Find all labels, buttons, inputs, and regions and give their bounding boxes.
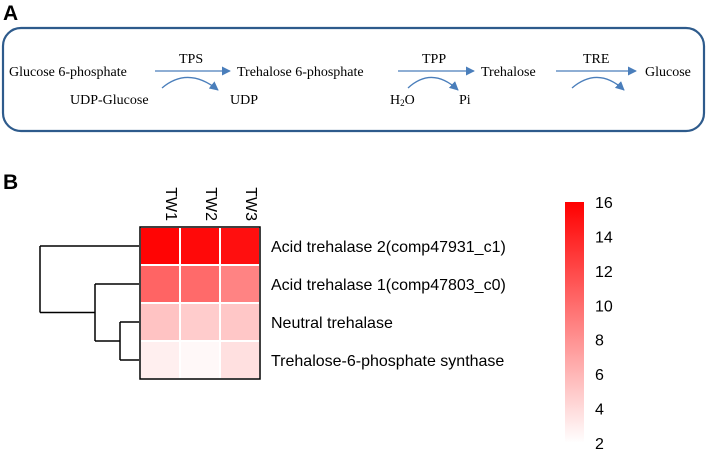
row-label: Neutral trehalase	[271, 315, 393, 332]
pathway-arrows	[155, 66, 637, 91]
colorbar-tick-label: 6	[595, 367, 604, 384]
colorbar-tick-label: 14	[595, 229, 613, 246]
heatmap-cell	[139, 226, 181, 266]
pathway-diagram: Glucose 6-phosphate TPS Trehalose 6-phos…	[9, 52, 691, 108]
heatmap-cell	[179, 302, 221, 342]
row-label: Trehalose-6-phosphate synthase	[271, 353, 504, 370]
panel-a-label: A	[3, 2, 18, 25]
glucose-label: Glucose	[645, 65, 691, 80]
udp-glucose-label: UDP-Glucose	[70, 93, 149, 108]
heatmap-row-labels: Acid trehalase 2(comp47931_c1) Acid treha…	[271, 239, 506, 370]
colorbar-tick-label: 12	[595, 264, 613, 281]
column-label: TW1	[162, 187, 179, 221]
trehalose-label: Trehalose	[481, 65, 536, 80]
column-label: TW2	[202, 187, 219, 221]
pathway-box	[1, 26, 706, 133]
colorbar	[565, 202, 584, 443]
column-label: TW3	[242, 187, 259, 221]
colorbar-tick-label: 2	[595, 436, 604, 449]
tre-enzyme-label: TRE	[583, 52, 609, 67]
heatmap-cell	[219, 226, 261, 266]
tps-enzyme-label: TPS	[179, 52, 203, 67]
heatmap-cells	[139, 226, 261, 380]
heatmap-column-labels: TW1 TW2 TW3	[162, 187, 259, 221]
udp-label: UDP	[230, 93, 258, 108]
colorbar-tick-label: 8	[595, 333, 604, 350]
heatmap-cell	[179, 264, 221, 304]
trehalose-6-phosphate-label: Trehalose 6-phosphate	[237, 65, 364, 80]
tpp-enzyme-label: TPP	[422, 52, 446, 67]
panel-b-label: B	[3, 171, 18, 194]
water-label: H2O	[390, 93, 415, 108]
tpp-cosubstrate-arrow	[407, 76, 459, 91]
glucose-6-phosphate-label: Glucose 6-phosphate	[9, 65, 127, 80]
heatmap-cell	[139, 302, 181, 342]
row-label: Acid trehalase 2(comp47931_c1)	[271, 239, 506, 256]
pi-label: Pi	[459, 93, 471, 108]
colorbar-ticks: 2 4 6 8 10 12 14 16	[595, 195, 613, 449]
heatmap-cell	[219, 302, 261, 342]
row-label: Acid trehalase 1(comp47803_c0)	[271, 277, 506, 294]
colorbar-tick-label: 4	[595, 402, 604, 419]
heatmap-cell	[179, 226, 221, 266]
colorbar-tick-label: 10	[595, 298, 613, 315]
heatmap-cell	[219, 340, 261, 380]
tre-cosubstrate-arrow	[571, 76, 625, 91]
tps-cosubstrate-arrow	[161, 76, 219, 91]
heatmap-cell	[219, 264, 261, 304]
heatmap-border	[139, 226, 261, 380]
colorbar-tick-label: 16	[595, 195, 613, 212]
heatmap-cell	[139, 340, 181, 380]
heatmap-cell	[179, 340, 221, 380]
heatmap-cell	[139, 264, 181, 304]
row-dendrogram	[39, 245, 140, 361]
